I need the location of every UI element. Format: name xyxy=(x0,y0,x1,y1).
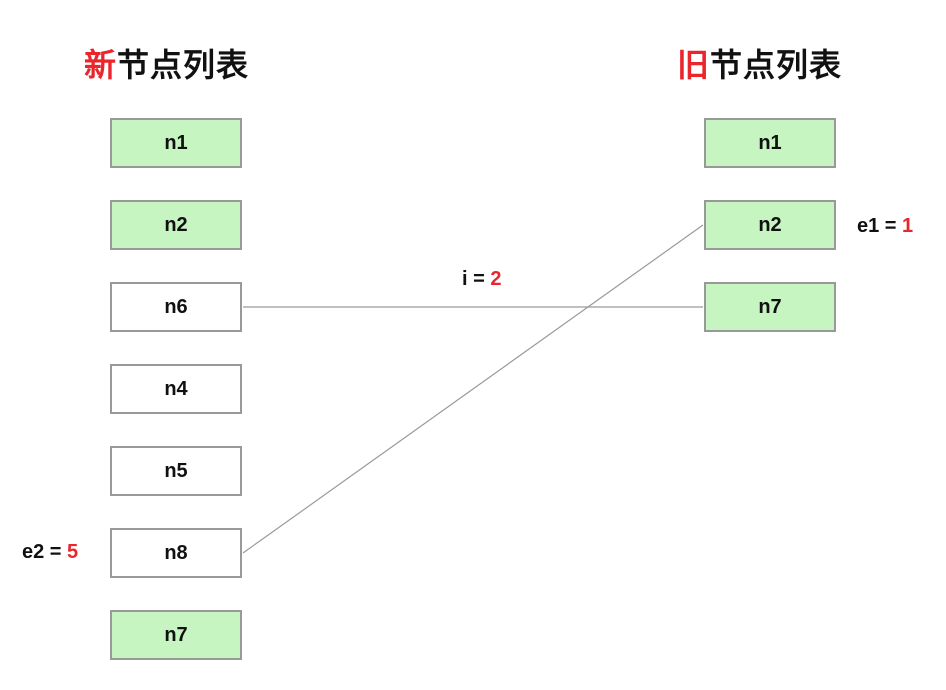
pointer-i-eq: = xyxy=(467,268,491,290)
new-list-title-accent: 新 xyxy=(84,46,118,84)
pointer-i-name: i xyxy=(462,268,468,290)
pointer-e2-value: 5 xyxy=(67,541,79,563)
pointer-e2-name: e2 xyxy=(22,541,45,563)
old-node-n7: n7 xyxy=(704,282,836,332)
old-list-title-accent: 旧 xyxy=(677,46,711,84)
pointer-e2-eq: = xyxy=(44,541,68,563)
pointer-i-label: i = 2 xyxy=(462,268,501,291)
new-node-n6: n6 xyxy=(110,282,242,332)
old-node-n1: n1 xyxy=(704,118,836,168)
pointer-i-value: 2 xyxy=(490,268,502,290)
pointer-e1-label: e1 = 1 xyxy=(857,215,913,238)
old-node-n2: n2 xyxy=(704,200,836,250)
old-list-title: 旧节点列表 xyxy=(677,40,842,86)
new-node-n4: n4 xyxy=(110,364,242,414)
new-node-n8: n8 xyxy=(110,528,242,578)
new-list-title: 新节点列表 xyxy=(84,40,249,86)
new-node-n2: n2 xyxy=(110,200,242,250)
old-list-title-text: 节点列表 xyxy=(710,46,843,84)
pointer-e2-label: e2 = 5 xyxy=(22,541,78,564)
new-node-n5: n5 xyxy=(110,446,242,496)
pointer-e1-eq: = xyxy=(879,215,903,237)
new-node-n1: n1 xyxy=(110,118,242,168)
new-list-title-text: 节点列表 xyxy=(117,46,250,84)
connector-n8-to-n2 xyxy=(242,224,704,554)
pointer-e1-value: 1 xyxy=(902,215,914,237)
pointer-e1-name: e1 xyxy=(857,215,880,237)
new-node-n7: n7 xyxy=(110,610,242,660)
